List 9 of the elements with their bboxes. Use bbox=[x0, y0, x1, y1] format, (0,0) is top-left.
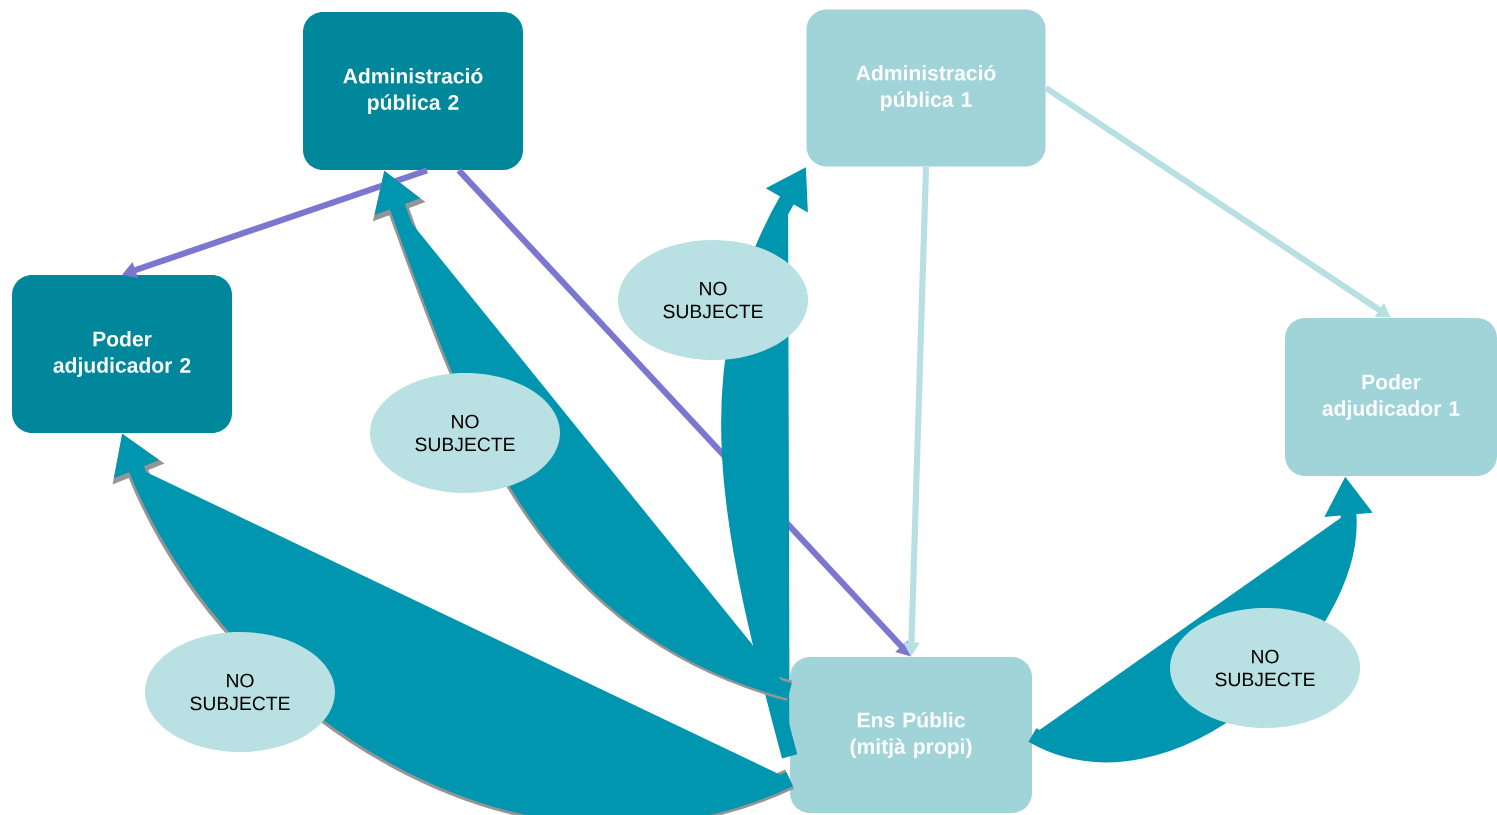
edge-label: NO SUBJECTE bbox=[618, 240, 808, 360]
edge-label: NO SUBJECTE bbox=[1170, 608, 1360, 728]
edge-label: NO SUBJECTE bbox=[370, 373, 560, 493]
process-box: Administració pública 1 bbox=[806, 9, 1046, 167]
process-box: Poder adjudicador 2 bbox=[12, 275, 232, 433]
process-box: Poder adjudicador 1 bbox=[1285, 318, 1497, 476]
process-box: Administració pública 2 bbox=[303, 12, 523, 170]
process-box: Ens Públic (mitjà propi) bbox=[790, 657, 1032, 813]
edge-label: NO SUBJECTE bbox=[145, 632, 335, 752]
